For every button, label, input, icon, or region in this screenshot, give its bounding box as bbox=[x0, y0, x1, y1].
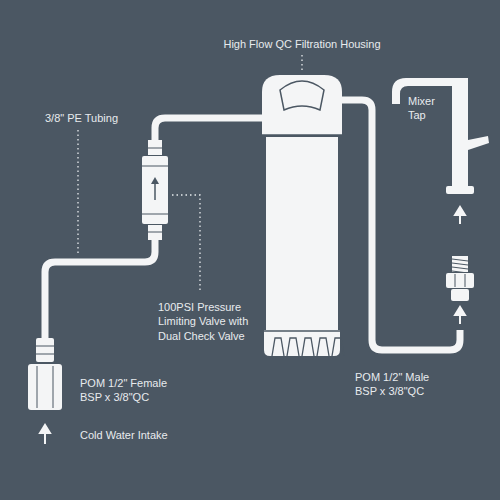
male-fitting-part bbox=[455, 274, 456, 287]
filtration-housing-part bbox=[264, 330, 340, 332]
thread-line bbox=[452, 271, 468, 273]
female-fitting-part bbox=[36, 338, 54, 362]
pressure-limiting-valve-part bbox=[148, 225, 162, 240]
pressure-limiting-valve-part bbox=[151, 177, 159, 184]
fitting-label: POM 1/2" Male BSP x 3/8"QC bbox=[355, 370, 441, 399]
pressure-limiting-valve bbox=[142, 140, 168, 240]
thread-line bbox=[452, 259, 468, 261]
pressure-limiting-valve-part bbox=[142, 156, 168, 224]
thread-line bbox=[452, 267, 468, 269]
fitting-label: POM 1/2" Female BSP x 3/8"QC bbox=[80, 376, 176, 405]
male-fitting-part bbox=[446, 273, 474, 288]
mixer-tap-part bbox=[468, 136, 489, 150]
leader-lines-part bbox=[172, 195, 200, 292]
female-fitting-part bbox=[53, 366, 54, 408]
tubing-label: 3/8" PE Tubing bbox=[45, 111, 145, 125]
pressure-limiting-valve-part bbox=[142, 166, 168, 167]
female-fitting-part bbox=[36, 346, 54, 347]
pressure-limiting-valve-part bbox=[148, 140, 162, 155]
flow-arrows bbox=[40, 207, 465, 444]
base-rib bbox=[272, 338, 284, 356]
pressure-limiting-valve-part bbox=[148, 232, 162, 233]
female-fitting-part bbox=[37, 366, 38, 408]
valve-label: 100PSI Pressure Limiting Valve with Dual… bbox=[158, 300, 255, 343]
male-fitting bbox=[446, 256, 474, 301]
male-fitting-part bbox=[451, 289, 469, 301]
pressure-limiting-valve-part bbox=[148, 148, 162, 149]
mixer-tap-part bbox=[446, 186, 474, 194]
leader-lines-part bbox=[301, 55, 302, 72]
filtration-housing bbox=[262, 75, 344, 356]
base-rib bbox=[317, 338, 329, 356]
mixer-tap-part bbox=[452, 78, 468, 190]
pressure-limiting-valve-part bbox=[142, 214, 168, 215]
female-fitting-part bbox=[36, 354, 54, 355]
pe-tubing-part bbox=[155, 118, 262, 140]
filtration-housing-part bbox=[266, 137, 338, 330]
base-rib bbox=[302, 338, 314, 356]
male-fitting-part bbox=[465, 274, 466, 287]
thread-line bbox=[452, 263, 468, 265]
leader-lines-part bbox=[77, 130, 78, 254]
flow-arrows-part bbox=[455, 207, 465, 215]
base-rib bbox=[287, 338, 299, 356]
pe-tubing-part bbox=[45, 240, 155, 340]
flow-arrows-part bbox=[455, 307, 465, 315]
filtration-housing-part bbox=[272, 338, 344, 356]
filtration-housing-part bbox=[280, 81, 324, 110]
mixer-tap bbox=[392, 78, 489, 194]
filtration-housing-part bbox=[262, 75, 342, 135]
male-fitting-part bbox=[452, 259, 468, 273]
male-fitting-part bbox=[452, 256, 468, 272]
tap-label: Mixer Tap bbox=[408, 94, 446, 123]
filtration-housing-part bbox=[264, 330, 340, 356]
base-rib bbox=[332, 338, 344, 356]
filtration-housing-part bbox=[262, 134, 342, 136]
female-fitting bbox=[28, 338, 62, 410]
pe-tubing bbox=[45, 100, 460, 350]
intake-label: Cold Water Intake bbox=[80, 428, 220, 442]
pe-tubing-part bbox=[342, 100, 460, 350]
housing-label: High Flow QC Filtration Housing bbox=[200, 37, 404, 51]
flow-arrows-part bbox=[40, 425, 50, 433]
female-fitting-part bbox=[28, 364, 62, 410]
